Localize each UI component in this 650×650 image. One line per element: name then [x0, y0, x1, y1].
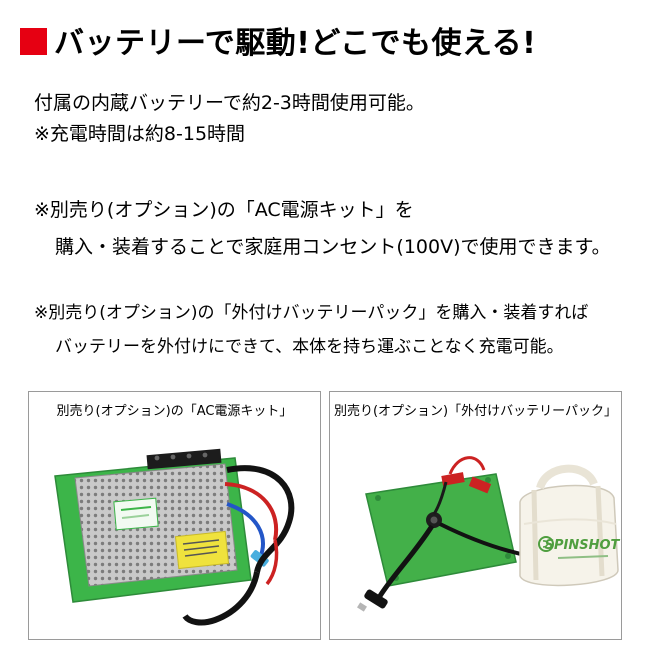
battery-pack-box: 別売り(オプション)「外付けバッテリーパック」: [329, 391, 622, 640]
ac-kit-note: ※別売り(オプション)の「AC電源キット」を 購入・装着することで家庭用コンセン…: [34, 192, 611, 266]
battery-pack-note-line-1: ※別売り(オプション)の「外付けバッテリーパック」を購入・装着すれば: [34, 303, 589, 323]
battery-pack-note: ※別売り(オプション)の「外付けバッテリーパック」を購入・装着すれば バッテリー…: [34, 296, 588, 364]
intro-line-1: 付属の内蔵バッテリーで約2-3時間使用可能。: [34, 92, 425, 114]
intro-line-2: ※充電時間は約8-15時間: [34, 123, 246, 145]
battery-pack-note-line-2: バッテリーを外付けにできて、本体を持ち運ぶことなく充電可能。: [55, 337, 564, 357]
ac-kit-illustration: [54, 448, 295, 626]
bag-brand-logo: SPINSHOT: [545, 538, 621, 553]
page-heading-text: バッテリーで駆動!どこでも使える!: [54, 26, 537, 61]
battery-pack-caption: 別売り(オプション)「外付けバッテリーパック」: [333, 404, 617, 419]
red-square-bullet-icon: [20, 28, 47, 55]
page-heading: バッテリーで駆動!どこでも使える!: [20, 18, 536, 62]
ac-kit-note-line-2: 購入・装着することで家庭用コンセント(100V)で使用できます。: [55, 236, 611, 258]
battery-bag: [519, 484, 619, 587]
ac-kit-note-line-1: ※別売り(オプション)の「AC電源キット」を: [34, 199, 414, 221]
battery-pack-illustration: SPINSHOT: [357, 456, 621, 612]
ac-kit-photo: [29, 428, 320, 636]
battery-pack-photo: SPINSHOT: [330, 428, 621, 636]
ac-kit-caption: 別売り(オプション)の「AC電源キット」: [56, 404, 293, 419]
mounting-plate: [365, 473, 517, 587]
ac-kit-box: 別売り(オプション)の「AC電源キット」: [28, 391, 321, 640]
intro-paragraph: 付属の内蔵バッテリーで約2-3時間使用可能。 ※充電時間は約8-15時間: [34, 88, 425, 150]
